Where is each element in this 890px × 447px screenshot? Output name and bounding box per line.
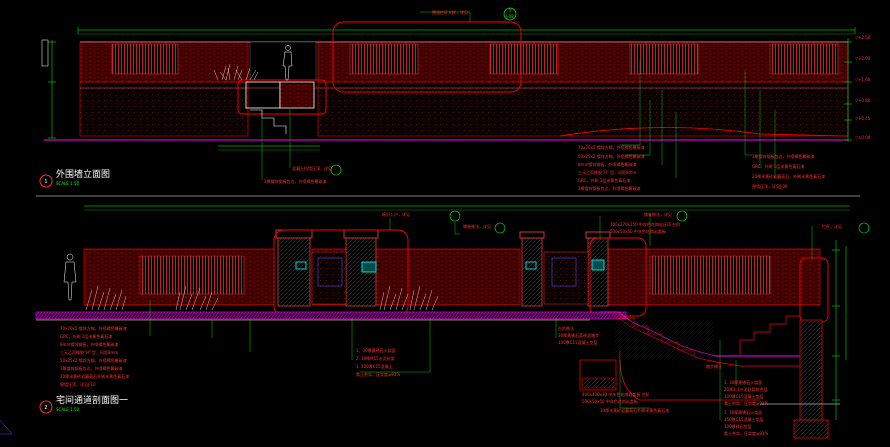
elevation-mark: ▽+1.60 [855,77,871,82]
view2-note: 50x25x2 镀锌方钢，外喷褐色氟碳漆 [60,357,127,363]
view1-bottom-note: 3厚镀锌钢板包边，外喷褐色氟碳漆 [264,178,327,184]
view2-paving-notes: 1、30厚黄锈石火烧面 2. 30厚M15水泥砂浆 3. 100厚C15混凝土 … [356,347,400,377]
paving-note: 2. 30厚M15水泥砂浆 [356,355,395,361]
elevation-mark: ▽±0.00 [855,135,871,140]
right-paving2-note: 素土夯实，压实度≥93% [724,430,768,436]
sign-note: 100x270x250 中灰色花岗岩压顶 台阶 [610,221,680,227]
view2-notes: 70x70x5 镀锌方钢，外喷褐色氟碳漆 GRC，外刷 1层米黄色真石漆 8mm… [60,325,129,387]
right-paving2-note: 150厚C15混凝土垫层 [724,416,764,422]
view1-note: 三元乙丙橡胶"H" 型，间距8mm [578,169,636,175]
view1-scale: SCALE 1:50 [56,181,80,186]
view1-bottom-notes: 混凝土挡墙压顶，详见 3厚镀锌钢板包边，外喷褐色氟碳漆 [264,164,342,184]
view1-note: 70x70x5 镀锌方钢，外喷褐色氟碳漆 [578,144,645,150]
view1-elevation [41,11,856,180]
view1-title-badge [39,174,53,188]
paving-note: 素土夯实，压实度≥93% [356,371,400,377]
view2-section [0,205,850,439]
view1-elevation-marks: ▽+2.50 ▽+2.00 ▽+1.60 ▽+0.80 ▽+0.45 ▽±0.0… [855,35,871,140]
view2-callout4-text: 栏杆，详见 [822,223,842,229]
view1-note-right: GRC，外刷 1层米黄色真石漆 [752,163,804,169]
paving-note: 3. 100厚C15混凝土 [356,363,393,369]
view2-labels: 2 宅间通道剖面图一 SCALE 1:50 标识入户，详见 铺装做法，详见 铺装… [39,210,870,436]
view2-note: 20厚米黄砂岩蘑菇石外刷米黄色真石漆 [60,373,129,379]
paving-note: 1、30厚黄锈石火烧面 [356,347,396,353]
view1-note-right: 3厚镀锌钢板包边，外喷褐色氟碳漆 [752,153,815,159]
right-paving2-note: 1. 30厚黄锈石火烧面 [724,409,762,415]
view2-callout2-text: 铺装做法，详见 [463,223,491,229]
view1-notes-right: 3厚镀锌钢板包边，外喷褐色氟碳漆 GRC，外刷 1层米黄色真石漆 20厚米黄砂岩… [752,153,825,189]
view2-note: 3厚镀锌钢板包边，外喷褐色氟碳漆 [60,365,123,371]
elevation-mark: ▽+0.80 [855,98,871,103]
view2-note: 三元乙丙橡胶"H" 型，间距8mm [60,349,118,355]
steps-note: 台阶做法 [558,325,574,331]
view1-notes-left: 70x70x5 镀锌方钢，外喷褐色氟碳漆 50x25x2 镀锌方钢，外喷褐色氟碳… [578,144,645,191]
view2-note: 8mm镀锌钢板，外喷褐色氟碳漆 [60,341,118,347]
view2-step-label: 踏步做法 [706,363,722,369]
view1-note: 50x25x2 镀锌方钢，外喷褐色氟碳漆 [578,153,645,159]
view2-sign-note: 100x270x250 中灰色花岗岩压顶 台阶 500x50x50 中灰色花岗岩… [610,221,680,234]
view2-title: 宅间通道剖面图一 [56,394,128,406]
drain-note: 400x400x30 中灰色花岗岩盖板 台阶 [582,391,650,397]
view2-scale: SCALE 1:50 [56,407,80,412]
view1-note: 3厚镀锌钢板包边，外喷褐色氟碳漆 [578,185,641,191]
view2-title-badge [39,400,53,414]
view2-note: 70x70x5 镀锌方钢，外喷褐色氟碳漆 [60,325,127,331]
view1-badge-number: 1 [44,179,47,185]
view2-note: 围墙压顶，详见J-10 [60,381,96,387]
sign-note: 500x50x50 中灰色花岗岩盖板 [610,228,666,234]
right-paving-note: 素土夯实，压实度≥93% [724,400,768,406]
elevation-mark: ▽+2.50 [855,35,871,40]
view2-badge-number: 2 [44,405,47,411]
right-paving2-note: 100厚碎石垫层 [724,423,752,429]
steps-note: 30厚黄锈石荔枝面踏步 [558,332,599,338]
view1-callout-text: 围墙栏杆大样，详见 [432,9,468,15]
view1-callout-badge [503,7,517,21]
view1-title: 外围墙立面图 [56,168,110,180]
view1-note: 8mm镀锌钢板，外喷褐色氟碳漆 [578,161,636,167]
view1-note-right: 围墙压顶，详见J-09 [752,183,788,189]
view1-note: GRC，外刷 1层米黄色真石漆 [578,177,630,183]
view1-labels: 1 外围墙立面图 SCALE 1:50 围墙栏杆大样，详见 1 J-08 70x… [39,7,871,191]
view2-right-paving: 1. 30厚黄锈石火烧面 20厚1:3水泥砂浆结合层 100厚C15混凝土垫层 … [724,379,768,406]
view1-bottom-note: 混凝土挡墙压顶，详见 [292,165,332,171]
view2-callout3-text: 铺装做法，详见 [644,211,672,217]
view2-drain-note: 400x400x30 中灰色花岗岩盖板 台阶 500x50x50 中灰色花岗岩盖… [582,391,650,404]
right-paving-note: 100厚C15混凝土垫层 [724,393,764,399]
view2-bottom-note: 30厚米黄砂岩蘑菇石外刷米黄色真石漆 [600,407,669,413]
view1-note-right: 20厚米黄砂岩蘑菇石，外刷米黄色真石漆 [752,173,825,179]
drain-note: 500x50x50 中灰色花岗岩盖板 [582,398,638,404]
right-paving-note: 1. 30厚黄锈石火烧面 [724,379,762,385]
view2-right-paving-2: 1. 30厚黄锈石火烧面 150厚C15混凝土垫层 100厚碎石垫层 素土夯实，… [724,409,768,436]
elevation-mark: ▽+0.45 [855,116,871,121]
right-paving-note: 20厚1:3水泥砂浆结合层 [724,386,768,392]
view2-note: GRC，外刷 1层米黄色真石漆 [60,333,112,339]
view2-steps-note: 台阶做法 30厚黄锈石荔枝面踏步 100厚C15混凝土垫层 [558,325,599,345]
view1-callout-num: 1 [509,8,512,13]
view1-callout-sheet: J-08 [505,14,514,19]
elevation-mark: ▽+2.00 [855,56,871,61]
view2-callout-text: 标识入户，详见 [382,211,410,217]
steps-note: 100厚C15混凝土垫层 [558,339,598,345]
